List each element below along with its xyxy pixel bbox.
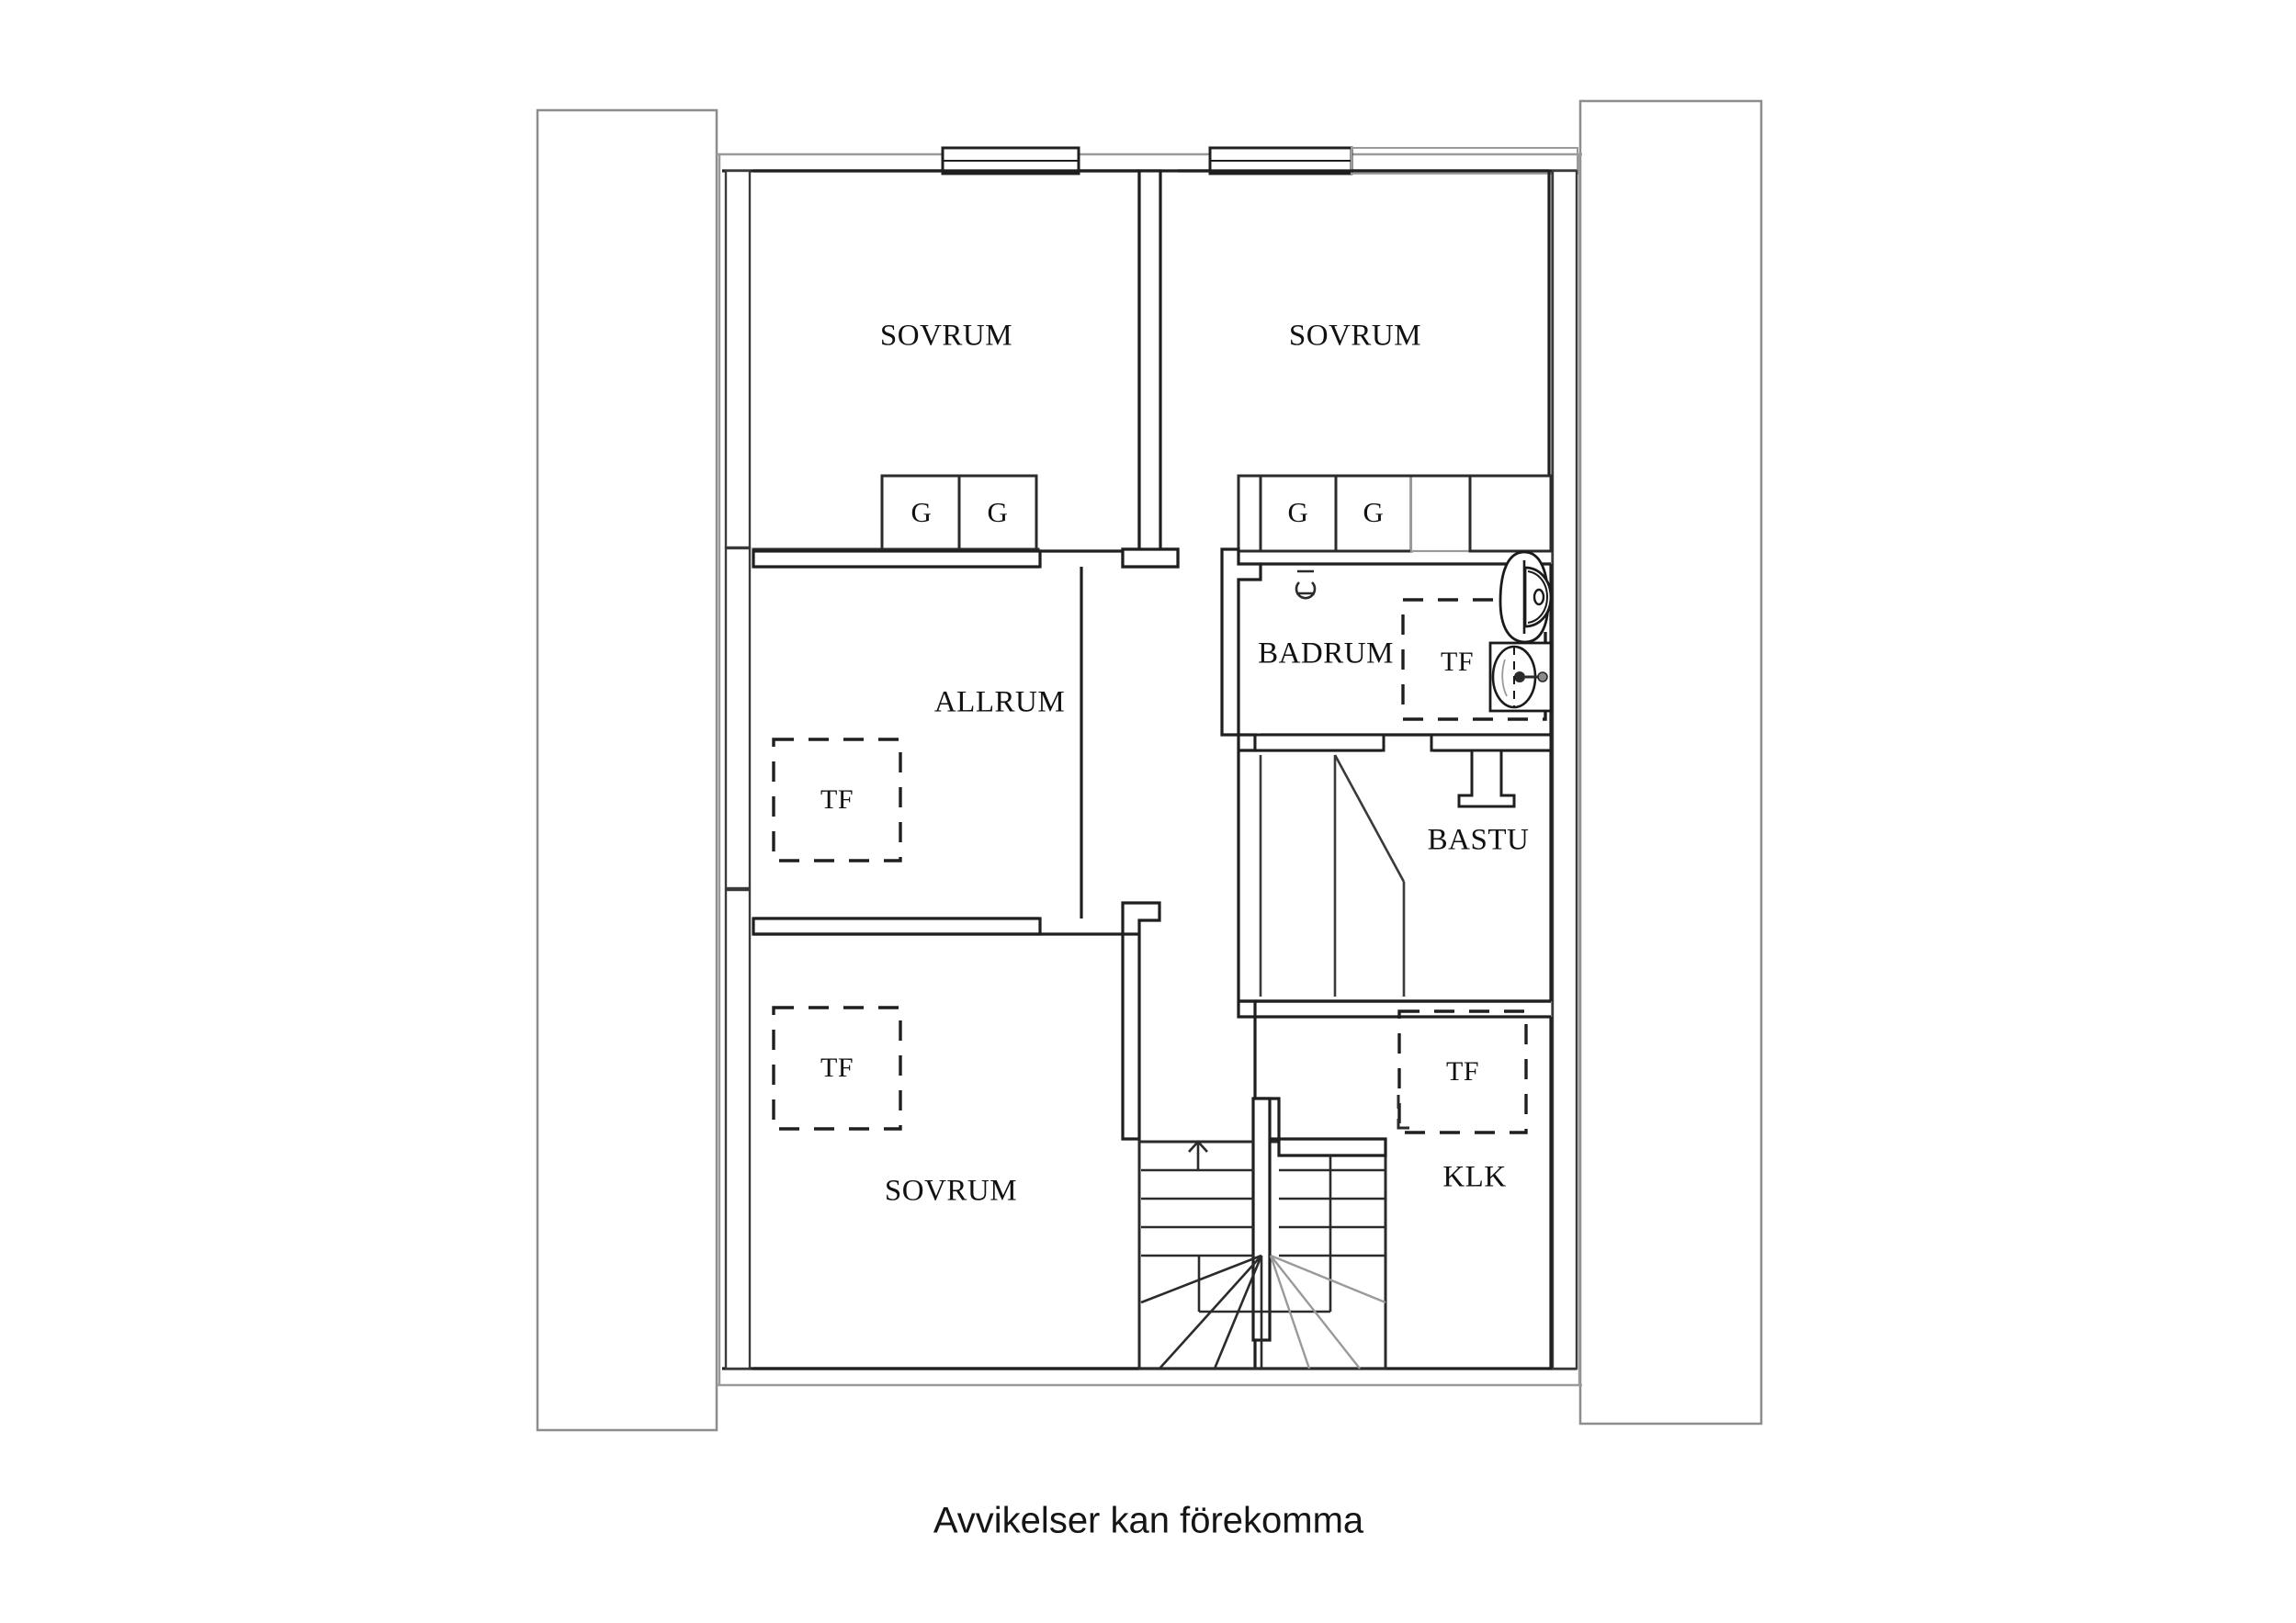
floor-drain-icon: [1295, 569, 1317, 600]
wardrobe-row-left: [880, 474, 1038, 553]
corner-tick-mark: [1397, 1095, 1409, 1130]
stair-winders: [1140, 1254, 1263, 1369]
right-wall-window-panes: [1551, 169, 1578, 1370]
partition-between-top-bedrooms: [1121, 169, 1180, 569]
klk-walls: [1238, 999, 1553, 1369]
stair-treads-right: [1279, 1155, 1386, 1257]
allrum-walls: [753, 565, 1083, 920]
room-outline-sovrum-bottom: [753, 932, 1139, 1370]
wardrobe-row-right: [1259, 474, 1553, 553]
washbasin-fixture: [1488, 641, 1553, 713]
stair-newel: [1251, 1097, 1387, 1342]
hall-partition-upper: [1121, 547, 1180, 569]
stair-landing: [1197, 1256, 1332, 1313]
stair-winders-faint: [1269, 1254, 1386, 1369]
window-top-left: [941, 146, 1080, 175]
badrum-walls: [1220, 547, 1262, 737]
toilet-fixture: [1499, 550, 1553, 644]
sauna-heater-icon: [1457, 749, 1516, 808]
window-top-right: [1208, 146, 1353, 175]
neighbour-block-left: [536, 108, 718, 1432]
bastu-walls: [1237, 733, 1257, 1019]
sauna-benches: [1259, 754, 1406, 997]
staircase: [1137, 1097, 1387, 1370]
tf-zone-allrum-upper: [772, 738, 902, 862]
allrum-wall-stubs: [752, 549, 1042, 936]
tf-zone-klk: [1397, 1009, 1528, 1134]
tf-zone-badrum: [1401, 598, 1547, 721]
neighbour-block-right: [1578, 99, 1763, 1426]
left-wall-window-panes: [724, 169, 752, 1370]
disclaimer-caption: Avvikelser kan förekomma: [933, 1500, 1364, 1541]
exterior-wall-outline: [717, 152, 1582, 1387]
stair-up-arrow: [1188, 1140, 1208, 1170]
tf-zone-allrum-lower: [772, 1006, 902, 1131]
wardrobe-jamb-right: [1237, 474, 1262, 553]
window-top-far-right: [1351, 147, 1578, 175]
bastu-lintel: [1253, 733, 1553, 752]
hall-partition-lower: [1121, 901, 1161, 1141]
